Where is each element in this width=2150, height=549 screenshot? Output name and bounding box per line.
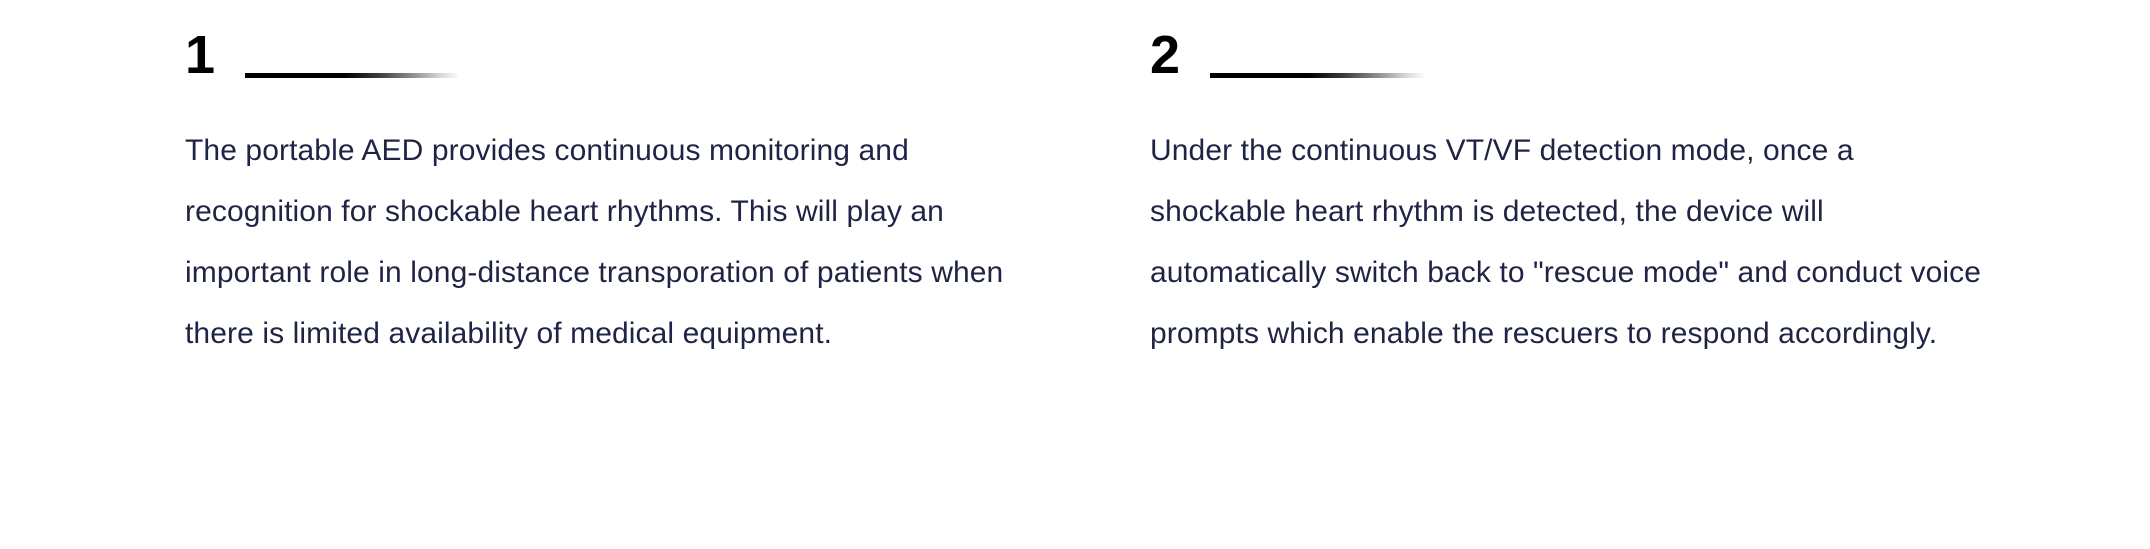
feature-body-1: The portable AED provides continuous mon…: [185, 134, 1004, 350]
feature-columns: 1 The portable AED provides continuous m…: [185, 18, 1985, 394]
feature-number-1: 1: [185, 25, 215, 85]
feature-block-1: 1 The portable AED provides continuous m…: [185, 18, 1020, 394]
feature-body-2: Under the continuous VT/VF detection mod…: [1150, 134, 1982, 350]
gradient-rule-icon-2: [1209, 73, 1425, 78]
feature-block-2: 2 Under the continuous VT/VF detection m…: [1150, 18, 1985, 394]
feature-number-2: 2: [1150, 25, 1180, 85]
feature-heading-2: 2: [1150, 18, 1985, 84]
feature-heading-1: 1: [185, 18, 1020, 84]
gradient-rule-icon-1: [244, 73, 460, 78]
